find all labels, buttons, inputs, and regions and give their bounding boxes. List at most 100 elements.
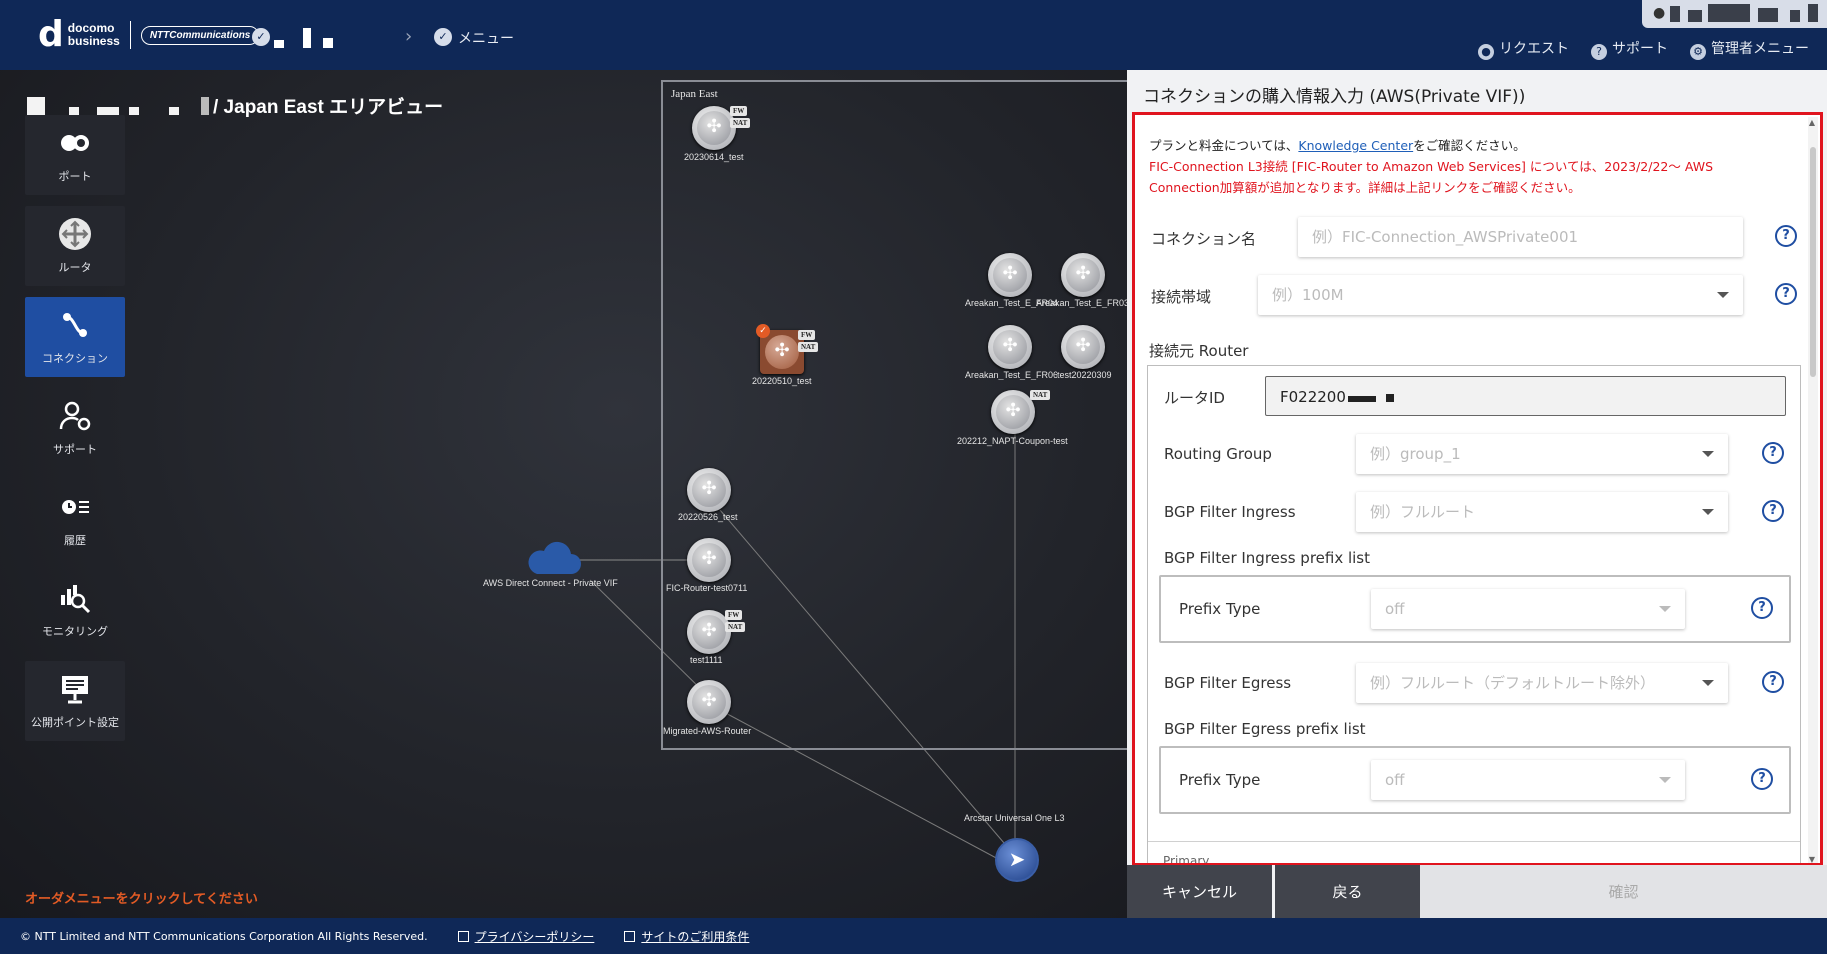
arcstar-label: Arcstar Universal One L3 [964, 813, 1065, 823]
aws-cloud-icon[interactable] [525, 538, 581, 578]
info-suffix: をご確認ください。 [1413, 138, 1526, 153]
chevron-down-icon [1659, 777, 1671, 783]
support-link[interactable]: ?サポート [1591, 38, 1668, 60]
help-icon[interactable]: ? [1775, 225, 1797, 247]
sidebar-item-public-point[interactable]: 公開ポイント設定 [25, 661, 125, 741]
ingress-prefix-type-label: Prefix Type [1179, 600, 1261, 618]
masked-contract-name [323, 38, 333, 48]
help-icon[interactable]: ? [1762, 442, 1784, 464]
nat-badge: NAT [725, 622, 746, 632]
help-icon[interactable]: ? [1751, 597, 1773, 619]
cloud-label: AWS Direct Connect - Private VIF [483, 578, 618, 588]
menu-dropdown[interactable]: メニュー [458, 31, 514, 47]
router-node[interactable]: ✣ [687, 468, 731, 512]
masked-contract-name [274, 40, 284, 48]
form-scrollbar[interactable]: ▲ ▼ [1808, 117, 1818, 864]
help-circle-icon: ? [1591, 44, 1607, 60]
router-node[interactable]: ✣ [687, 680, 731, 724]
scroll-up-icon[interactable]: ▲ [1808, 118, 1815, 127]
help-icon[interactable]: ? [1762, 500, 1784, 522]
connection-icon [63, 313, 87, 337]
chevron-down-icon [1702, 680, 1714, 686]
fw-badge: FW [730, 106, 748, 116]
sidebar-item-label: ルータ [58, 261, 92, 274]
node-label: 20220510_test [752, 376, 812, 386]
egress-prefix-type-value: off [1385, 771, 1405, 789]
bandwidth-select[interactable]: 例）100M [1258, 275, 1743, 315]
selected-check-icon: ✓ [756, 324, 770, 338]
sidebar-item-router[interactable]: ルータ [25, 206, 125, 286]
knowledge-center-link[interactable]: Knowledge Center [1298, 138, 1414, 153]
node-label: Migrated-AWS-Router [663, 726, 752, 736]
router-node[interactable]: ✣ [687, 610, 731, 654]
sidebar-item-label: 公開ポイント設定 [31, 716, 119, 729]
egress-prefix-type-label: Prefix Type [1179, 771, 1261, 789]
node-label: test20220309 [1057, 370, 1112, 380]
router-node[interactable]: ✣ [687, 538, 731, 582]
masked-contract-name [303, 28, 311, 48]
docomo-business-logo[interactable]: d docomo business NTTCommunications [38, 17, 260, 53]
help-icon[interactable]: ? [1775, 283, 1797, 305]
back-button[interactable]: 戻る [1272, 865, 1420, 918]
router-icon: ✣ [1002, 335, 1018, 356]
node-label: Areakan_Test_E_FR06 [965, 370, 1057, 380]
connection-name-row: コネクション名 例）FIC-Connection_AWSPrivate001 ? [1135, 217, 1797, 257]
public-point-icon [62, 676, 88, 704]
masked-user-name [1758, 8, 1778, 22]
terms-of-use-link[interactable]: サイトのご利用条件 [641, 929, 750, 944]
bandwidth-row: 接続帯域 例）100M ? [1135, 275, 1797, 315]
menu-check-icon: ✓ [434, 28, 452, 46]
help-icon[interactable]: ? [1751, 768, 1773, 790]
router-node[interactable]: ✣ [988, 253, 1032, 297]
router-node[interactable]: ✣ [1061, 253, 1105, 297]
purchase-form-scroll-area[interactable]: プランと料金については、Knowledge Centerをご確認ください。 FI… [1132, 112, 1823, 866]
router-id-value: F022200 [1280, 388, 1346, 406]
connection-name-input[interactable]: 例）FIC-Connection_AWSPrivate001 [1298, 217, 1743, 257]
privacy-policy-link[interactable]: プライバシーポリシー [474, 929, 595, 944]
ingress-prefix-type-select[interactable]: off [1371, 589, 1685, 629]
routing-group-row: Routing Group 例）group_1 ? [1148, 434, 1808, 474]
router-node[interactable]: ✣ [692, 106, 736, 150]
history-icon [62, 500, 89, 514]
router-node[interactable]: ✣ [991, 390, 1035, 434]
admin-menu-link[interactable]: ⚙管理者メニュー [1690, 38, 1809, 60]
help-icon[interactable]: ? [1762, 671, 1784, 693]
fw-badge: FW [798, 330, 816, 340]
bgp-ingress-select[interactable]: 例）フルルート [1356, 492, 1728, 532]
scroll-down-icon[interactable]: ▼ [1808, 855, 1815, 864]
ntt-communications-logo: NTTCommunications [140, 25, 260, 45]
bgp-egress-select[interactable]: 例）フルルート（デフォルトルート除外） [1356, 663, 1728, 703]
ingress-prefix-type-value: off [1385, 600, 1405, 618]
router-icon: ✣ [1002, 263, 1018, 284]
routing-group-select[interactable]: 例）group_1 [1356, 434, 1728, 474]
panel-title: コネクションの購入情報入力 (AWS(Private VIF)) [1143, 87, 1526, 107]
external-link-icon [457, 930, 469, 942]
sidebar-item-port[interactable]: ポート [25, 115, 125, 195]
sidebar-item-connection[interactable]: コネクション [25, 297, 125, 377]
request-link[interactable]: ●リクエスト [1478, 38, 1569, 60]
router-id-row: ルータID F022200 [1148, 376, 1808, 416]
user-account-pill[interactable]: ● [1642, 0, 1827, 28]
node-label: Areakan_Test_E_FR04 [965, 298, 1059, 308]
scrollbar-thumb[interactable] [1810, 147, 1816, 377]
cancel-button[interactable]: キャンセル [1127, 865, 1272, 918]
area-view-canvas[interactable]: / Japan East エリアビュー ポート ルータ コネクション サポート … [0, 70, 1127, 918]
warning-line-2: Connection加算額が追加となります。詳細は上記リンクをご確認ください。 [1149, 180, 1581, 195]
masked-user-name [1808, 4, 1818, 22]
router-node[interactable]: ✣ [988, 325, 1032, 369]
sidebar-item-monitoring[interactable]: モニタリング [25, 570, 125, 650]
confirm-button[interactable]: 確認 [1420, 865, 1827, 918]
sidebar-item-history[interactable]: 履歴 [25, 479, 125, 559]
sidebar-item-support[interactable]: サポート [25, 388, 125, 468]
router-node[interactable]: ✣ [1061, 325, 1105, 369]
egress-prefix-type-select[interactable]: off [1371, 760, 1685, 800]
router-icon: ✣ [706, 116, 722, 137]
ingress-prefix-type-row: Prefix Type off ? [1161, 589, 1820, 629]
sidebar-item-label: モニタリング [42, 625, 108, 638]
arcstar-network-icon[interactable]: ➤ [995, 838, 1039, 882]
router-icon: ✣ [1005, 400, 1021, 421]
router-icon [59, 218, 91, 250]
page-title-text: / Japan East エリアビュー [213, 97, 444, 118]
masked-title-part [169, 106, 179, 115]
router-node-selected[interactable]: ✣ [760, 330, 804, 374]
